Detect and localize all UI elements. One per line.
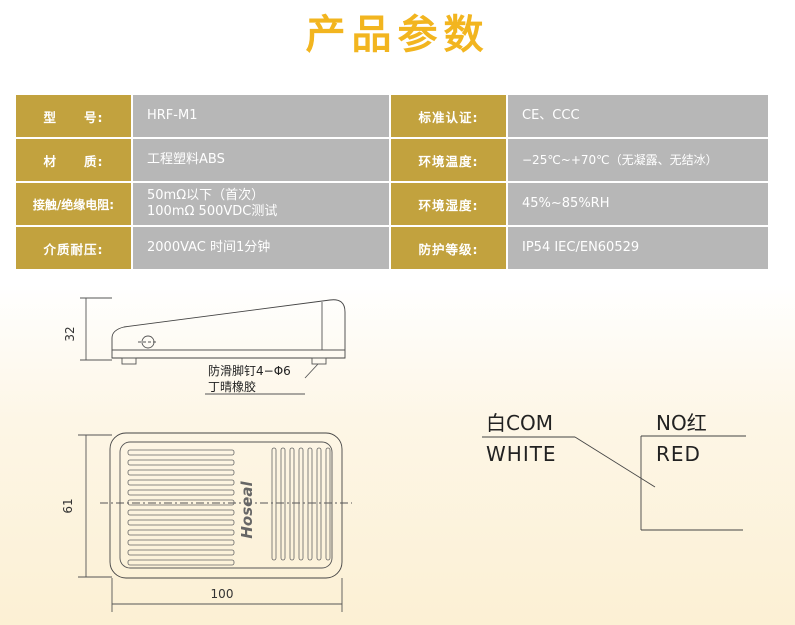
dim-width-label: 61 [61, 498, 75, 513]
pad-note-line2: 丁晴橡胶 [208, 379, 256, 394]
top-view-outline [109, 432, 343, 579]
com-wire [574, 436, 656, 488]
spec-row: 材 质: 工程塑料ABS 环境温度: −25℃~+70℃（无凝露、无结冰） [16, 139, 768, 181]
spec-label: 标准认证: [391, 95, 506, 137]
tread-rib [127, 539, 235, 546]
tread-rib [271, 447, 277, 561]
tread-rib [325, 447, 331, 561]
tread-rib [127, 489, 235, 496]
wiring-lines [482, 435, 746, 531]
spec-value-line: 100mΩ 500VDC测试 [147, 204, 278, 219]
spec-label: 接触/绝缘电阻: [16, 183, 131, 225]
leader-line [304, 363, 319, 379]
tread-rib [316, 447, 322, 561]
spec-row: 介质耐压: 2000VAC 时间1分钟 防护等级: IP54 IEC/EN605… [16, 227, 768, 269]
spec-label: 防护等级: [391, 227, 506, 269]
spec-table: 型 号: HRF-M1 标准认证: CE、CCC 材 质: 工程塑料ABS 环境… [16, 95, 768, 271]
tread-rib [127, 459, 235, 466]
no-label: NO红 [656, 411, 707, 435]
tread-rib [127, 519, 235, 526]
tread-rib [127, 499, 235, 506]
spec-value: 2000VAC 时间1分钟 [133, 227, 389, 269]
com-label: 白COM [486, 411, 553, 435]
spec-label: 型 号: [16, 95, 131, 137]
rubber-foot [311, 357, 327, 365]
spec-value: IP54 IEC/EN60529 [508, 227, 768, 269]
spec-label: 介质耐压: [16, 227, 131, 269]
spec-value-line: 50mΩ以下（首次） [147, 188, 265, 203]
dim-length-label: 100 [211, 587, 234, 601]
tread-rib [127, 449, 235, 456]
spec-value: 45%~85%RH [508, 183, 768, 225]
page-title: 产品参数 [305, 12, 490, 58]
side-view-body [111, 299, 346, 359]
tread-rib [307, 447, 313, 561]
tread-rib [127, 469, 235, 476]
tread-ribs-left [127, 449, 235, 566]
dim-height-label: 32 [63, 326, 77, 341]
com-color-label: WHITE [486, 442, 557, 466]
tread-rib [127, 509, 235, 516]
tread-rib [127, 479, 235, 486]
pad-note-line1: 防滑脚钉4−Φ6 [208, 363, 291, 378]
tread-rib [280, 447, 286, 561]
tread-rib [127, 559, 235, 566]
top-view-inner [119, 441, 333, 569]
tread-ribs-right [271, 447, 331, 561]
tread-rib [127, 549, 235, 556]
rubber-foot [121, 357, 137, 365]
brand-logo: Hoseal [238, 481, 256, 539]
tread-rib [298, 447, 304, 561]
spec-label: 环境湿度: [391, 183, 506, 225]
spec-value: HRF-M1 [133, 95, 389, 137]
no-color-label: RED [656, 442, 701, 466]
spec-label: 环境温度: [391, 139, 506, 181]
spec-row: 接触/绝缘电阻: 50mΩ以下（首次） 100mΩ 500VDC测试 环境湿度:… [16, 183, 768, 225]
spec-label: 材 质: [16, 139, 131, 181]
spec-row: 型 号: HRF-M1 标准认证: CE、CCC [16, 95, 768, 137]
spec-value: 工程塑料ABS [133, 139, 389, 181]
tread-rib [127, 529, 235, 536]
spec-value: −25℃~+70℃（无凝露、无结冰） [508, 139, 768, 181]
spec-value: CE、CCC [508, 95, 768, 137]
spec-value: 50mΩ以下（首次） 100mΩ 500VDC测试 [133, 183, 389, 225]
tread-rib [289, 447, 295, 561]
